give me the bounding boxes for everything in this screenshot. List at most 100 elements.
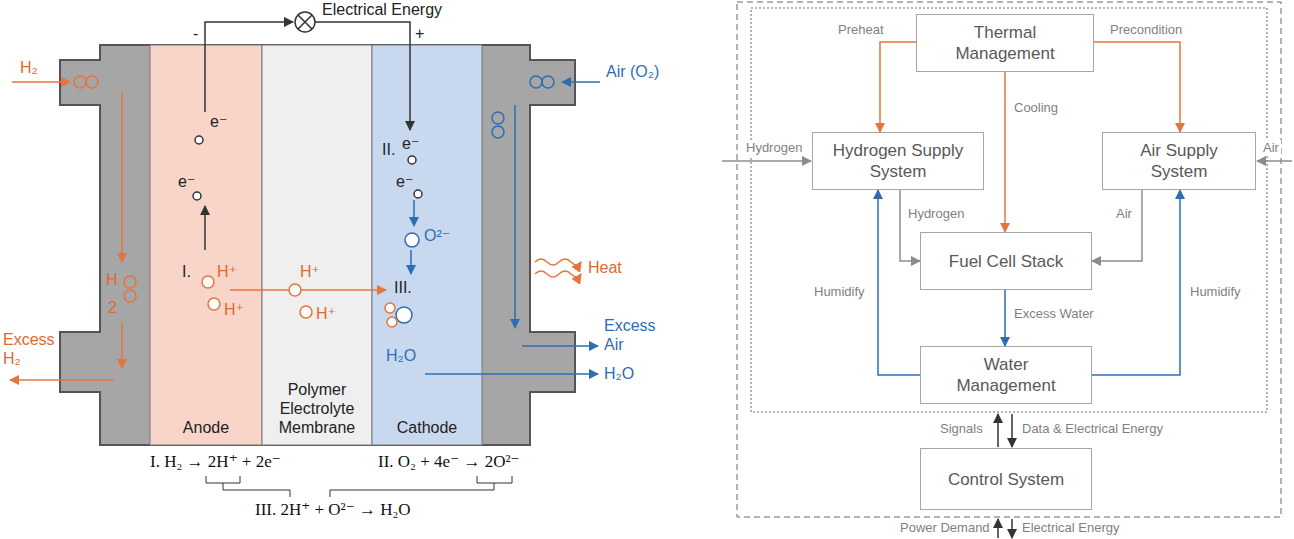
reaction-equation: I. H₂ → 2H⁺ + 2e⁻	[150, 452, 281, 472]
flow-label: Data & Electrical Energy	[1020, 421, 1165, 437]
excess-hydrogen-arrow	[10, 379, 114, 381]
annotation-label: e⁻	[178, 172, 195, 191]
node-label: Water Management	[951, 354, 1061, 396]
process-box: Air Supply System	[1102, 132, 1256, 190]
annotation-label: H⁺	[224, 300, 244, 319]
reaction-equation: II. O₂ + 4e⁻ → 2O²⁻	[378, 452, 519, 472]
hydrogen-flow-arrow	[121, 92, 123, 262]
power-demand-arrow	[997, 519, 999, 538]
annotation-label: e⁻	[402, 134, 419, 153]
hydrogen-atom	[86, 76, 98, 88]
oxygen-atom	[492, 126, 504, 138]
reaction-equation: III. 2H⁺ + O²⁻ → H₂O	[255, 500, 411, 520]
node-label: Control System	[948, 469, 1064, 490]
annotation-label: H⁺	[300, 262, 320, 281]
electron	[414, 190, 422, 198]
membrane-layer: Polymer Electrolyte Membrane	[261, 45, 373, 445]
hydrogen-atom	[74, 76, 86, 88]
annotation-label: e⁻	[396, 172, 413, 191]
annotation-label: Heat	[588, 258, 622, 277]
node-label: Hydrogen Supply System	[828, 140, 968, 182]
connector-label: Humidify	[812, 284, 867, 300]
annotation-label: H⁺	[316, 304, 336, 323]
process-box: Control System	[920, 448, 1092, 510]
oxygen-reaction-arrow	[410, 250, 412, 274]
data-energy-arrow	[1011, 414, 1013, 447]
annotation-label: 2	[108, 298, 117, 317]
connector-arrow	[900, 190, 920, 261]
connector-label: Cooling	[1012, 100, 1060, 116]
water-hydrogen-atom	[387, 317, 397, 327]
annotation-label: III.	[394, 278, 412, 297]
oxygen-atom	[492, 112, 504, 124]
electron-arrow	[204, 206, 206, 250]
flow-label: Signals	[938, 421, 985, 437]
connector-label: Humidify	[1188, 284, 1243, 300]
annotation-label: H⁺	[217, 262, 237, 281]
oxygen-reaction-arrow	[413, 200, 415, 226]
connector-arrow	[878, 190, 920, 375]
annotation-label: +	[415, 24, 424, 43]
node-label: Thermal Management	[945, 22, 1065, 64]
electron	[408, 156, 416, 164]
process-box: Hydrogen Supply System	[812, 132, 984, 190]
connector-arrow	[1004, 72, 1006, 232]
annotation-label: H₂	[20, 58, 38, 77]
annotation-label: e⁻	[210, 112, 227, 131]
lamp-symbol	[295, 12, 315, 32]
connector-arrow	[880, 42, 916, 132]
annotation-label: Excess Air	[604, 316, 662, 354]
annotation-label: Air (O₂)	[606, 62, 659, 81]
annotation-label: I.	[182, 262, 191, 281]
connector-label: Excess Water	[1012, 306, 1096, 322]
hydrogen-atom	[124, 290, 136, 302]
connector-label: Hydrogen	[906, 206, 966, 222]
node-label: Air Supply System	[1129, 140, 1229, 182]
connector-label: Air	[1114, 206, 1134, 222]
process-box: Water Management	[920, 346, 1092, 404]
proton	[202, 276, 214, 288]
water-outlet-arrow	[425, 373, 598, 375]
annotation-label: H	[106, 270, 118, 289]
cathode-layer-fill	[372, 45, 482, 445]
heat-wave	[535, 259, 581, 265]
flow-label: Power Demand	[898, 520, 992, 536]
bipolar-plate	[60, 45, 575, 445]
annotation-label: Excess H₂	[3, 330, 57, 368]
flow-label: Electrical Energy	[1020, 520, 1122, 536]
oxide-ion	[405, 233, 419, 247]
flow-label: Air	[1261, 140, 1281, 156]
air-inlet-arrow	[562, 81, 600, 83]
node-label: Cathode	[397, 418, 458, 437]
process-box: Fuel Cell Stack	[920, 232, 1092, 290]
external-circuit-wire	[315, 22, 410, 130]
anode-layer: Anode	[150, 45, 262, 445]
proton	[289, 284, 301, 296]
connector-arrow	[1094, 42, 1180, 132]
hydrogen-input-arrow	[722, 160, 811, 162]
annotation-label: -	[193, 24, 198, 43]
annotation-label: H₂O	[604, 364, 634, 383]
equation-bracket	[206, 476, 290, 497]
subsystem-boundary-dotted	[751, 8, 1267, 412]
energy-output-arrow	[1011, 519, 1013, 538]
connector-arrow	[1004, 290, 1006, 346]
membrane-layer-fill	[262, 45, 372, 445]
hydrogen-inlet-arrow	[12, 81, 70, 83]
air-input-arrow	[1257, 160, 1292, 162]
process-box: Thermal Management	[916, 14, 1094, 72]
system-boundary-dashed	[737, 2, 1281, 517]
proton-flow-arrow	[230, 289, 386, 291]
node-label: Polymer Electrolyte Membrane	[267, 380, 367, 437]
lamp-cross	[298, 15, 312, 29]
electron	[195, 136, 203, 144]
annotation-label: Electrical Energy	[322, 0, 442, 19]
node-label: Anode	[183, 418, 229, 437]
connector-label: Precondition	[1108, 22, 1184, 38]
annotation-label: II.	[382, 140, 395, 159]
connector-arrow	[1092, 190, 1180, 375]
